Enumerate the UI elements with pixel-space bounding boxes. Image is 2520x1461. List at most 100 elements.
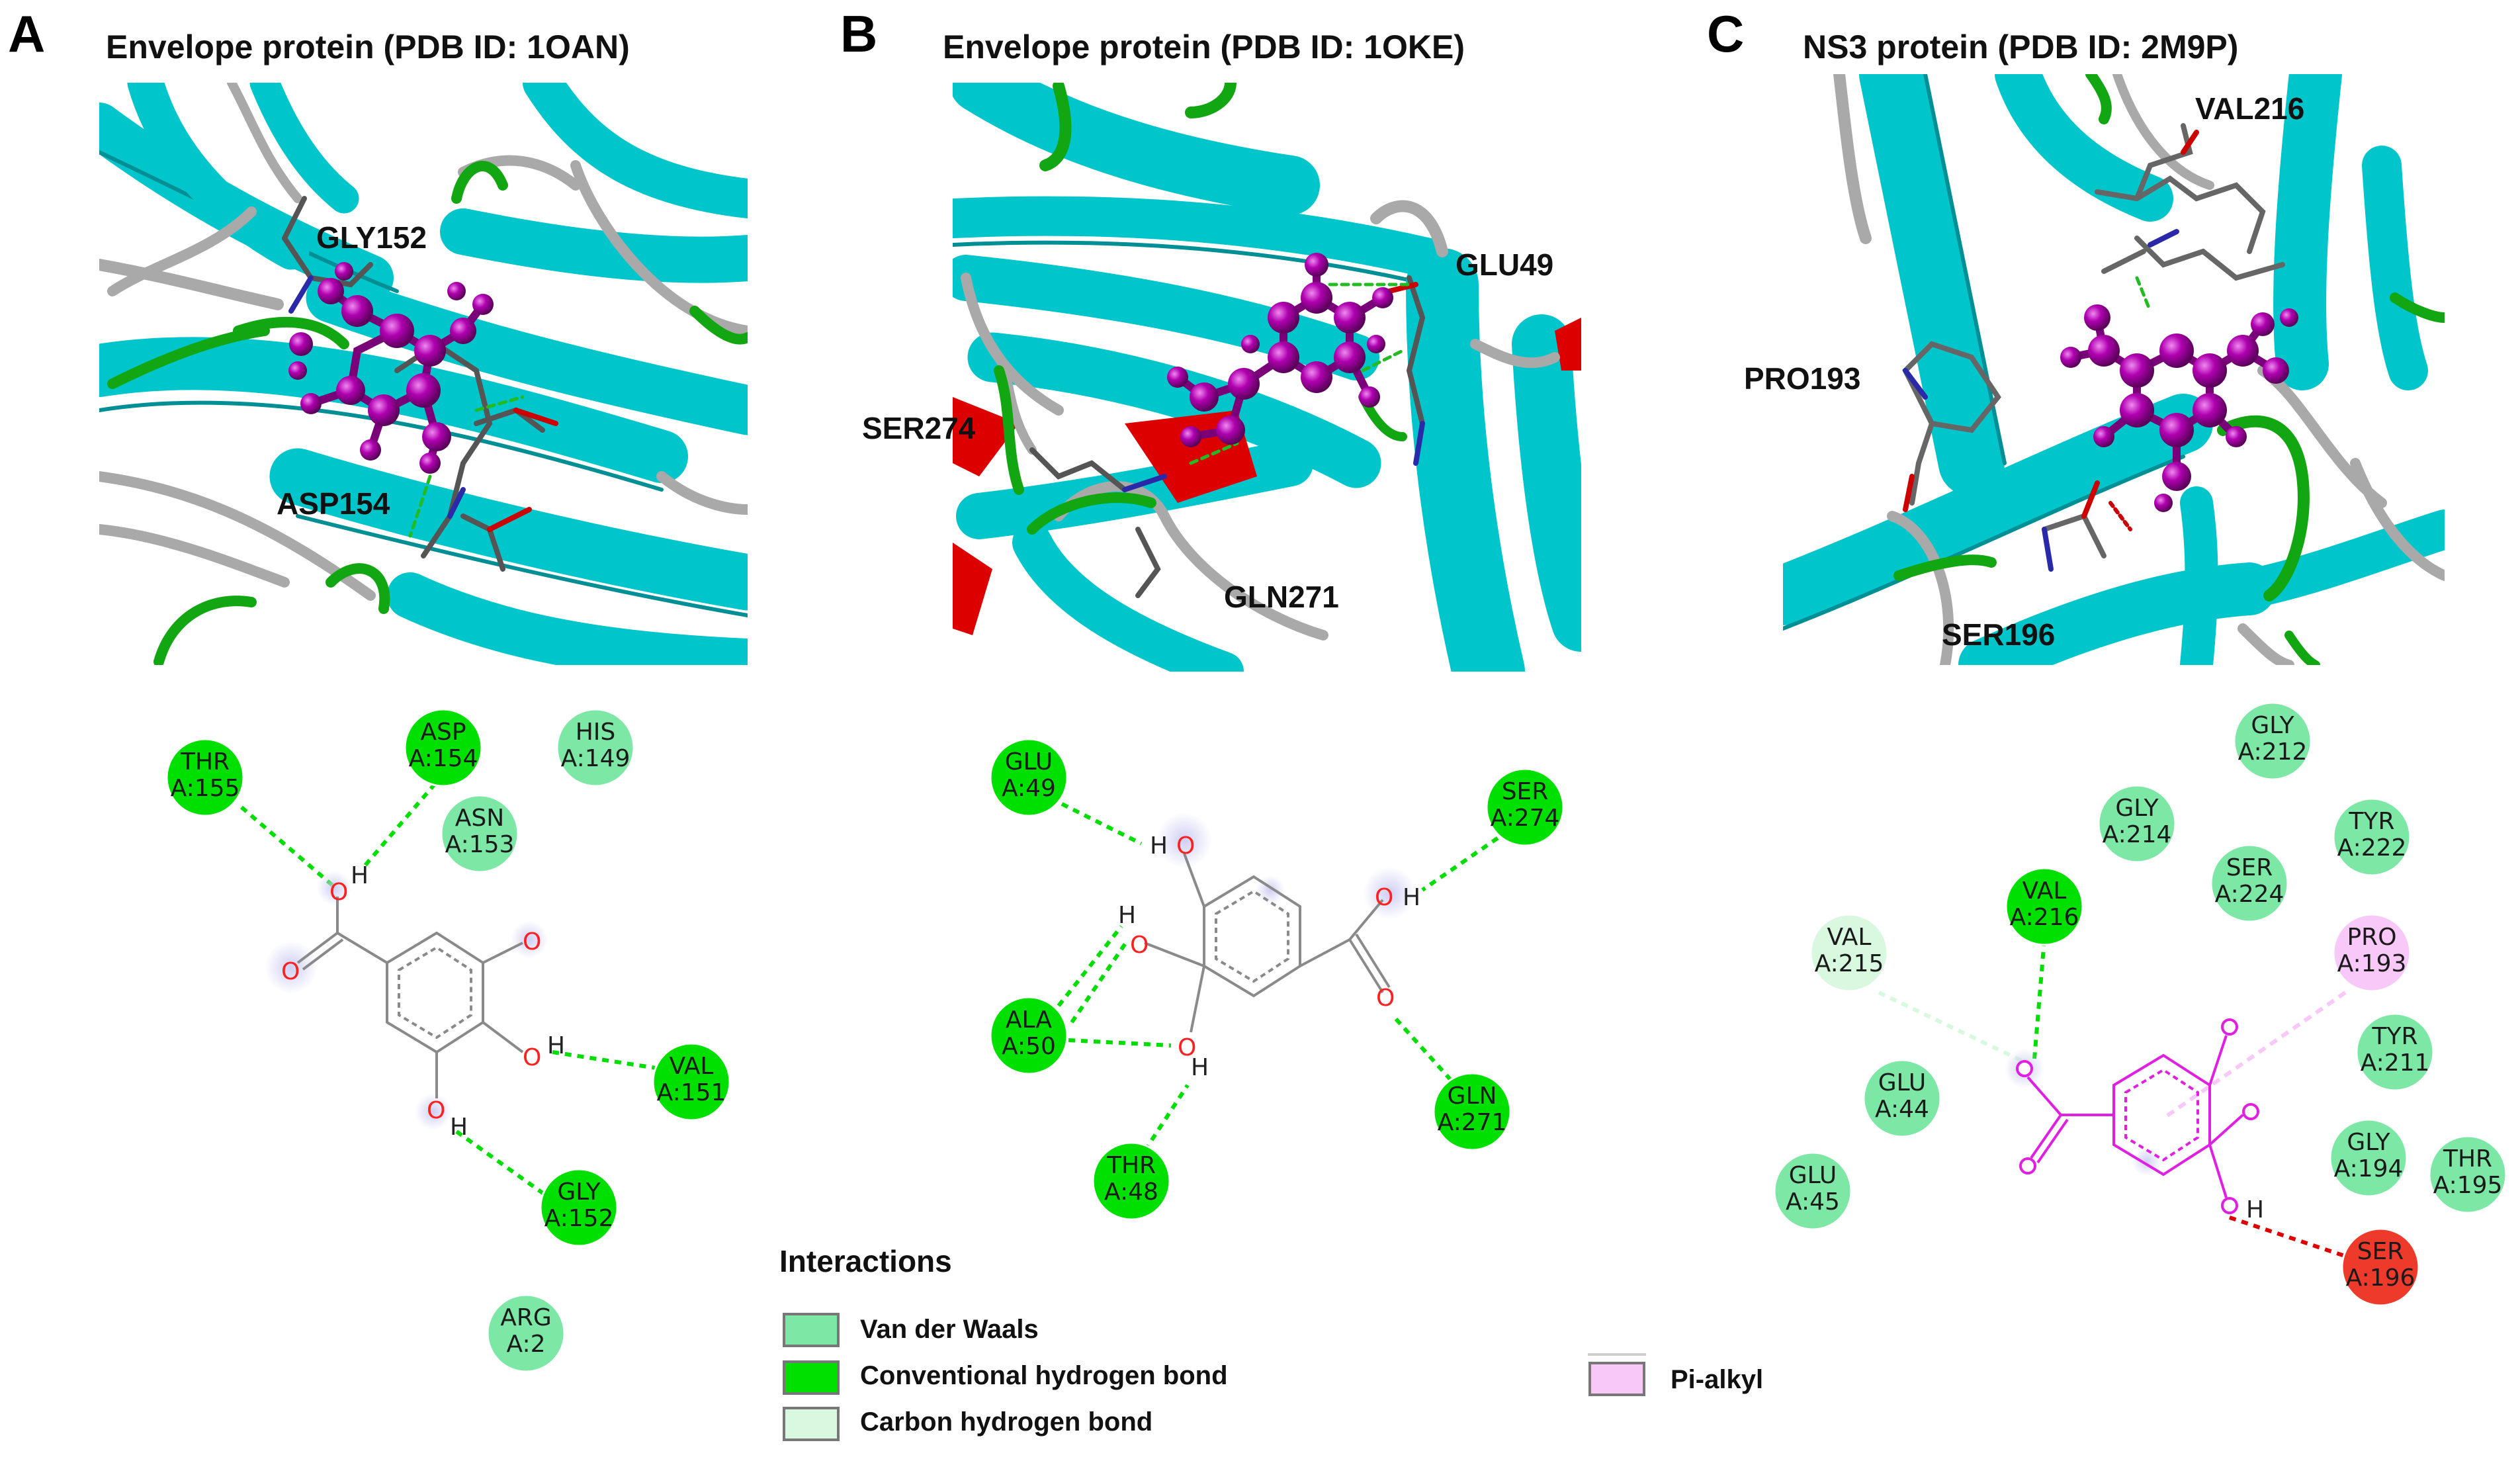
svg-text:A:222: A:222: [2337, 834, 2407, 862]
atom-h-a1: H: [351, 862, 369, 889]
svg-text:A:216: A:216: [2010, 904, 2079, 931]
svg-text:GLU: GLU: [1878, 1069, 1927, 1096]
residue-glu49: GLU A:49: [989, 738, 1068, 817]
interaction-lines-c: [1878, 939, 2349, 1259]
svg-text:A:194: A:194: [2334, 1155, 2404, 1182]
label-3d-gly152: GLY152: [316, 220, 427, 255]
residue-gln271: GLN A:271: [1432, 1072, 1512, 1151]
svg-text:Conventional hydrogen bond: Conventional hydrogen bond: [860, 1361, 1228, 1390]
svg-text:A:274: A:274: [1491, 805, 1560, 832]
svg-text:VAL: VAL: [669, 1053, 713, 1080]
svg-text:HIS: HIS: [576, 719, 616, 746]
residue-tyr222: TYR A:222: [2332, 797, 2411, 877]
label-3d-glu49: GLU49: [1456, 247, 1553, 282]
legend-item-van-der-waals: Van der Waals: [783, 1313, 1039, 1347]
residue-arg2: ARG A:2: [486, 1294, 566, 1373]
svg-text:SER: SER: [2357, 1238, 2404, 1265]
residue-glu44: GLU A:44: [1862, 1059, 1942, 1138]
svg-text:A:153: A:153: [445, 831, 515, 858]
ligand-2d-a: O H O O O H O H: [265, 862, 565, 1141]
legend-item-pi-alkyl: Pi-alkyl: [1588, 1353, 1763, 1396]
svg-text:ASN: ASN: [455, 805, 504, 832]
panel-letter-c: C: [1707, 5, 1744, 63]
legend-title: Interactions: [779, 1244, 952, 1278]
residue-tyr211: TYR A:211: [2355, 1012, 2435, 1092]
residue-thr48: THR A:48: [1092, 1141, 1171, 1221]
panel-b: B Envelope protein (PDB ID: 1OKE): [840, 5, 1581, 1221]
atom-o-a5: O: [427, 1097, 445, 1124]
svg-text:A:48: A:48: [1104, 1178, 1158, 1206]
panel-letter-a: A: [8, 5, 45, 63]
svg-text:A:152: A:152: [544, 1205, 614, 1232]
structure-3d-a: GLY152 ASP154: [99, 83, 748, 665]
atom-o-a2: O: [281, 958, 300, 985]
svg-text:A:196: A:196: [2346, 1264, 2415, 1292]
atom-h-a5: H: [450, 1114, 468, 1141]
residue-thr195: THR A:195: [2428, 1135, 2507, 1214]
residue-thr155: THR A:155: [165, 738, 245, 817]
residue-ser196: SER A:196: [2341, 1227, 2420, 1307]
svg-text:A:155: A:155: [171, 775, 240, 802]
svg-text:A:154: A:154: [409, 745, 478, 772]
atom-h-b4: H: [1403, 884, 1420, 911]
svg-text:A:2: A:2: [506, 1331, 545, 1358]
residue-pro193: PRO A:193: [2332, 913, 2411, 993]
diagram-2d-a: O H O O O H O H THR A:155 ASP A:154: [165, 708, 731, 1373]
panel-a: A Envelope protein (PDB ID: 1OAN): [8, 5, 748, 1373]
svg-text:Carbon hydrogen bond: Carbon hydrogen bond: [860, 1407, 1152, 1437]
residue-glu45: GLU A:45: [1773, 1151, 1852, 1231]
svg-text:A:50: A:50: [1002, 1033, 1056, 1060]
svg-text:A:215: A:215: [1815, 950, 1884, 977]
svg-text:A:49: A:49: [1002, 775, 1056, 802]
svg-text:TYR: TYR: [2349, 808, 2395, 835]
atom-h-b3: H: [1191, 1054, 1209, 1081]
svg-text:A:151: A:151: [657, 1079, 726, 1106]
svg-text:GLU: GLU: [1005, 748, 1053, 775]
svg-text:PRO: PRO: [2347, 924, 2396, 951]
label-3d-ser196: SER196: [1942, 617, 2055, 652]
legend-item-carbon-hydrogen-bond: Carbon hydrogen bond: [783, 1407, 1152, 1441]
svg-text:A:193: A:193: [2337, 950, 2407, 977]
residue-ala50: ALA A:50: [989, 996, 1068, 1075]
svg-text:VAL: VAL: [2022, 877, 2066, 905]
svg-text:A:212: A:212: [2238, 738, 2308, 766]
svg-text:TYR: TYR: [2372, 1023, 2418, 1050]
svg-text:GLY: GLY: [2347, 1129, 2390, 1156]
svg-text:THR: THR: [1106, 1152, 1156, 1179]
svg-text:GLN: GLN: [1448, 1083, 1497, 1110]
label-3d-ser274: SER274: [862, 411, 976, 445]
svg-text:THR: THR: [180, 748, 230, 775]
svg-text:A:214: A:214: [2103, 821, 2172, 848]
atom-o-b2: O: [1130, 932, 1149, 959]
label-3d-val216: VAL216: [2195, 91, 2304, 126]
panel-letter-b: B: [840, 5, 877, 63]
svg-text:THR: THR: [2443, 1145, 2492, 1173]
residue-gly152: GLY A:152: [539, 1168, 619, 1247]
atom-o-b5: O: [1376, 985, 1395, 1012]
residue-val215: VAL A:215: [1809, 913, 1889, 993]
svg-text:A:149: A:149: [561, 745, 630, 772]
svg-text:SER: SER: [2226, 854, 2273, 881]
legend-item-conventional-hydrogen-bond: Conventional hydrogen bond: [783, 1360, 1228, 1395]
residue-ser274: SER A:274: [1485, 768, 1565, 847]
svg-text:GLU: GLU: [1789, 1162, 1837, 1189]
label-3d-asp154: ASP154: [277, 486, 390, 521]
svg-text:ARG: ARG: [500, 1304, 552, 1331]
atom-h-b2: H: [1118, 902, 1136, 929]
atom-o-b1: O: [1176, 832, 1195, 860]
panel-c: C NS3 protein (PDB ID: 2M9P): [1707, 5, 2507, 1307]
interaction-lines-a: [240, 773, 682, 1200]
ligand-2d-b: O H O H O H O H O: [1118, 813, 1420, 1081]
atom-o-a4: O: [523, 1044, 541, 1071]
svg-text:GLY: GLY: [2115, 795, 2159, 822]
atom-o-b4: O: [1375, 884, 1393, 911]
label-3d-pro193: PRO193: [1744, 361, 1860, 396]
svg-text:GLY: GLY: [557, 1178, 601, 1206]
ligand-2d-c: H: [2005, 1018, 2264, 1223]
residue-his149: HIS A:149: [556, 708, 635, 787]
panel-title-c: NS3 protein (PDB ID: 2M9P): [1803, 28, 2238, 66]
svg-text:Van der Waals: Van der Waals: [860, 1315, 1039, 1344]
atom-h-c1: H: [2246, 1196, 2264, 1223]
atom-o-a3: O: [523, 928, 541, 955]
svg-text:Pi-alkyl: Pi-alkyl: [1671, 1365, 1763, 1394]
